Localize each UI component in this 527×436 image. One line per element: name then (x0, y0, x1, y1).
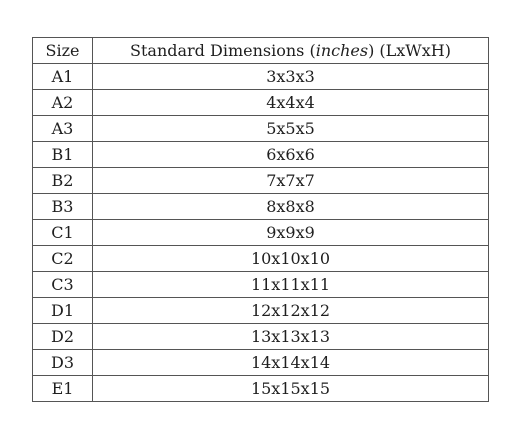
dimensions-table: Size Standard Dimensions (inches) (LxWxH… (32, 37, 489, 402)
size-cell: C1 (32, 219, 93, 246)
size-cell: C3 (32, 271, 93, 298)
size-cell: B2 (32, 167, 93, 194)
header-size: Size (32, 37, 93, 64)
table-row: D1 12x12x12 (32, 297, 489, 324)
header-dimensions: Standard Dimensions (inches) (LxWxH) (92, 37, 489, 64)
table-row: A1 3x3x3 (32, 63, 489, 90)
table-row: B3 8x8x8 (32, 193, 489, 220)
table-row: C3 11x11x11 (32, 271, 489, 298)
table-row: A2 4x4x4 (32, 89, 489, 116)
header-row: Size Standard Dimensions (inches) (LxWxH… (32, 37, 489, 64)
dimensions-cell: 4x4x4 (92, 89, 489, 116)
dimensions-cell: 13x13x13 (92, 323, 489, 350)
dimensions-cell: 5x5x5 (92, 115, 489, 142)
dimensions-cell: 12x12x12 (92, 297, 489, 324)
table-row: D3 14x14x14 (32, 349, 489, 376)
size-cell: D1 (32, 297, 93, 324)
table-row: C2 10x10x10 (32, 245, 489, 272)
dimensions-cell: 8x8x8 (92, 193, 489, 220)
table-header: Size Standard Dimensions (inches) (LxWxH… (32, 37, 489, 64)
size-cell: B3 (32, 193, 93, 220)
table-row: B1 6x6x6 (32, 141, 489, 168)
dimensions-cell: 6x6x6 (92, 141, 489, 168)
table-row: A3 5x5x5 (32, 115, 489, 142)
dimensions-cell: 14x14x14 (92, 349, 489, 376)
dimensions-cell: 9x9x9 (92, 219, 489, 246)
table-row: E1 15x15x15 (32, 375, 489, 402)
size-cell: A2 (32, 89, 93, 116)
header-dimensions-prefix: Standard Dimensions ( (130, 41, 316, 60)
table-body: A1 3x3x3 A2 4x4x4 A3 5x5x5 B1 6x6x6 B2 7… (32, 63, 489, 402)
dimensions-cell: 11x11x11 (92, 271, 489, 298)
size-cell: A1 (32, 63, 93, 90)
table-row: B2 7x7x7 (32, 167, 489, 194)
table-row: C1 9x9x9 (32, 219, 489, 246)
dimensions-cell: 7x7x7 (92, 167, 489, 194)
size-cell: A3 (32, 115, 93, 142)
size-cell: D2 (32, 323, 93, 350)
dimensions-cell: 10x10x10 (92, 245, 489, 272)
size-cell: D3 (32, 349, 93, 376)
dimensions-cell: 3x3x3 (92, 63, 489, 90)
size-cell: E1 (32, 375, 93, 402)
header-dimensions-suffix: ) (LxWxH) (368, 41, 451, 60)
header-dimensions-unit: inches (315, 41, 369, 60)
size-cell: B1 (32, 141, 93, 168)
table-row: D2 13x13x13 (32, 323, 489, 350)
size-cell: C2 (32, 245, 93, 272)
dimensions-cell: 15x15x15 (92, 375, 489, 402)
